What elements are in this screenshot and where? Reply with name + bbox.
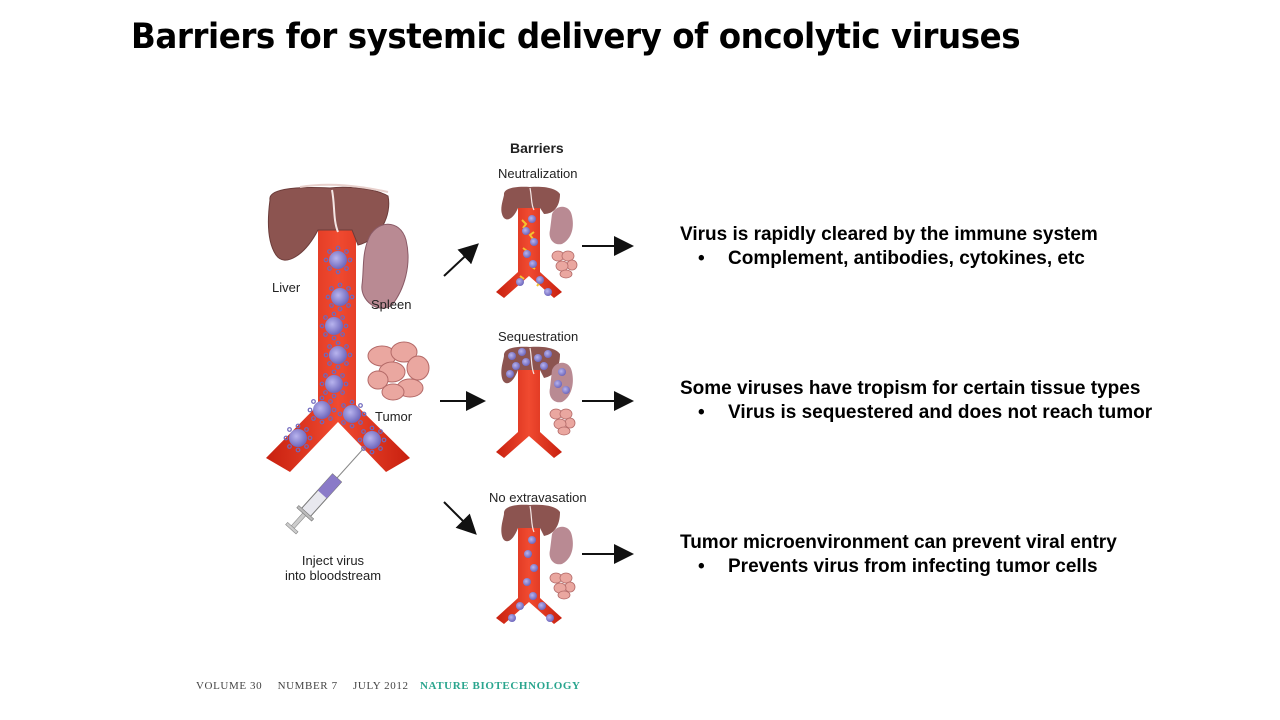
barrier-label-sequestration: Sequestration: [498, 329, 579, 344]
neutralization-illustration: [496, 186, 578, 298]
arrow-to-neutralization: [443, 243, 479, 277]
description-no-extravasation: Tumor microenvironment can prevent viral…: [680, 532, 1117, 578]
barrier-label-neutralization: Neutralization: [498, 166, 578, 181]
bullet-text: Prevents virus from infecting tumor cell…: [728, 556, 1098, 577]
inject-label-line1: Inject virus: [301, 553, 365, 568]
description-bullet: • Complement, antibodies, cytokines, etc: [680, 248, 1098, 270]
description-main: Some viruses have tropism for certain ti…: [680, 378, 1141, 399]
spleen-label: Spleen: [371, 297, 412, 312]
citation-journal: NATURE BIOTECHNOLOGY: [419, 680, 581, 692]
barrier-label-no-extravasation: No extravasation: [489, 490, 587, 505]
spleen-organ: [361, 223, 409, 309]
syringe-icon: [285, 447, 365, 535]
main-vessel-diagram: [266, 183, 430, 535]
bullet-glyph: •: [698, 248, 705, 269]
arrow-to-no-extravasation: [443, 501, 477, 535]
citation-volume: VOLUME 30: [196, 680, 263, 692]
slide-title: Barriers for systemic delivery of oncoly…: [131, 17, 1021, 57]
inject-label-line2: into bloodstream: [284, 568, 382, 583]
inject-label: Inject virus into bloodstream: [278, 553, 388, 583]
bullet-glyph: •: [698, 402, 705, 423]
bullet-text: Complement, antibodies, cytokines, etc: [728, 248, 1085, 269]
no-extravasation-illustration: [496, 504, 576, 624]
description-main: Virus is rapidly cleared by the immune s…: [680, 224, 1098, 245]
citation-date: JULY 2012: [353, 680, 409, 692]
bullet-glyph: •: [698, 556, 705, 577]
tumor-label: Tumor: [375, 409, 413, 424]
citation-number: NUMBER 7: [277, 680, 338, 692]
description-bullet: • Virus is sequestered and does not reach…: [680, 402, 1152, 424]
description-main: Tumor microenvironment can prevent viral…: [680, 532, 1117, 553]
description-bullet: • Prevents virus from infecting tumor cel…: [680, 556, 1117, 578]
citation: VOLUME 30 NUMBER 7 JULY 2012 NATURE BIOT…: [196, 680, 581, 692]
sequestration-illustration: [496, 346, 576, 458]
tumor-cells: [367, 341, 430, 401]
barriers-heading: Barriers: [510, 140, 564, 156]
liver-label: Liver: [272, 280, 301, 295]
description-sequestration: Some viruses have tropism for certain ti…: [680, 378, 1152, 424]
description-neutralization: Virus is rapidly cleared by the immune s…: [680, 224, 1098, 270]
bullet-text: Virus is sequestered and does not reach …: [728, 402, 1153, 423]
